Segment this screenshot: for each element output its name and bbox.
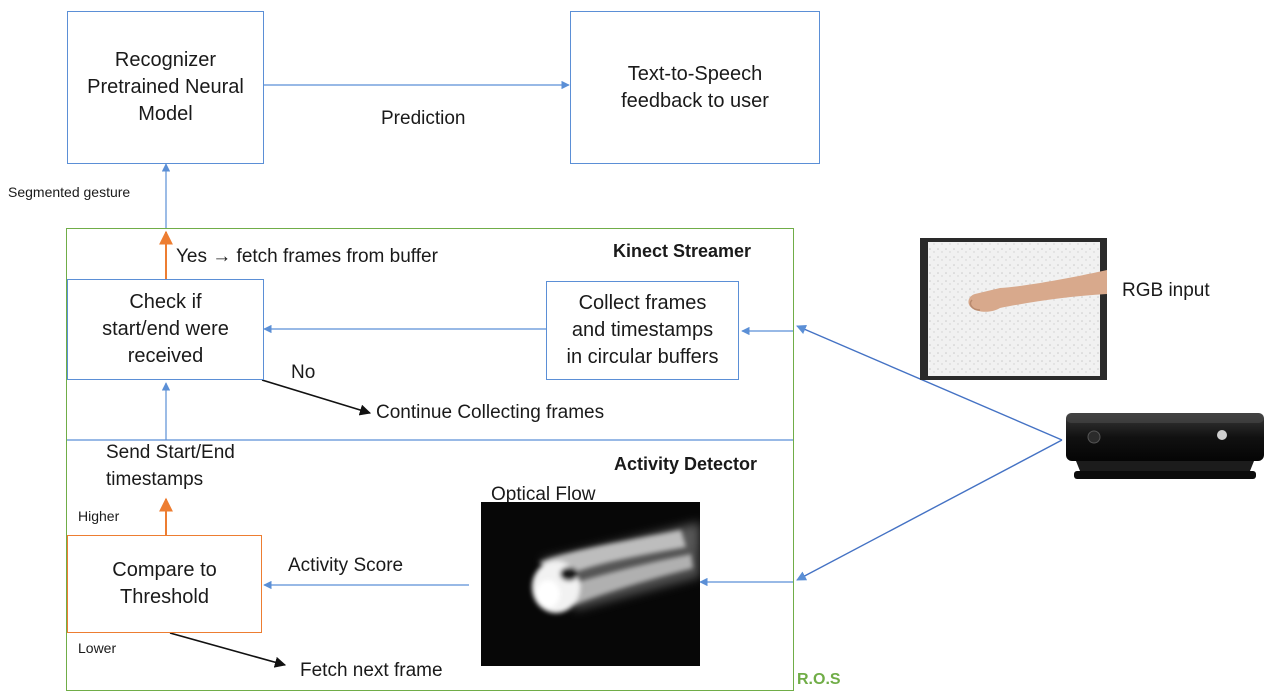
tts-line-1: Text-to-Speech <box>627 62 763 85</box>
compare-line-1: Compare to <box>112 559 217 581</box>
continue-collecting-label: Continue Collecting frames <box>376 402 605 423</box>
rgb-input-image <box>920 238 1107 380</box>
check-line-1: Check if <box>129 291 202 313</box>
optical-flow-heatmap <box>532 522 700 613</box>
prediction-label: Prediction <box>381 108 466 129</box>
activity-detector-title: Activity Detector <box>614 454 758 474</box>
compare-line-2: Threshold <box>120 586 209 608</box>
ros-label: R.O.S <box>797 671 841 688</box>
check-box: Check if start/end were received <box>67 279 264 380</box>
higher-label: Higher <box>78 508 120 524</box>
arrow-lower-fetch <box>169 632 287 668</box>
recognizer-line-3: Model <box>138 103 193 125</box>
lower-label: Lower <box>78 640 117 656</box>
optical-flow-image <box>481 502 700 666</box>
arrow-kinect-to-ros-top <box>796 324 1063 441</box>
check-line-3: received <box>127 345 204 367</box>
compare-box: Compare to Threshold <box>67 535 262 633</box>
tts-box: Text-to-Speech feedback to user <box>570 11 820 164</box>
collect-line-2: and timestamps <box>571 319 714 341</box>
kinect-sensor-icon <box>1066 413 1264 479</box>
send-start-end-line-2: timestamps <box>106 469 204 490</box>
kinect-sensor <box>1064 405 1268 485</box>
check-line-2: start/end were <box>102 318 229 340</box>
collect-line-1: Collect frames <box>578 292 707 314</box>
recognizer-line-1: Recognizer <box>114 49 217 71</box>
recognizer-box: Recognizer Pretrained Neural Model <box>67 11 264 164</box>
send-start-end-line-1: Send Start/End <box>106 442 235 463</box>
recognizer-line-2: Pretrained Neural <box>87 76 244 98</box>
arm-photo <box>928 242 1107 376</box>
no-label: No <box>291 362 316 383</box>
collect-line-3: in circular buffers <box>566 346 719 368</box>
arrow-no-continue <box>261 379 372 416</box>
yes-fetch-label: Yes → fetch frames from buffer <box>176 246 438 267</box>
rgb-input-label: RGB input <box>1122 280 1210 301</box>
optical-flow-label: Optical Flow <box>491 484 596 505</box>
collect-box: Collect frames and timestamps in circula… <box>546 281 739 380</box>
activity-score-label: Activity Score <box>288 555 404 576</box>
kinect-streamer-title: Kinect Streamer <box>613 241 752 261</box>
tts-line-2: feedback to user <box>621 89 769 112</box>
ros-frame <box>66 228 794 691</box>
arrow-kinect-to-ros-bottom <box>796 439 1063 581</box>
fetch-next-frame-label: Fetch next frame <box>300 660 443 681</box>
segmented-gesture-label: Segmented gesture <box>8 184 131 200</box>
